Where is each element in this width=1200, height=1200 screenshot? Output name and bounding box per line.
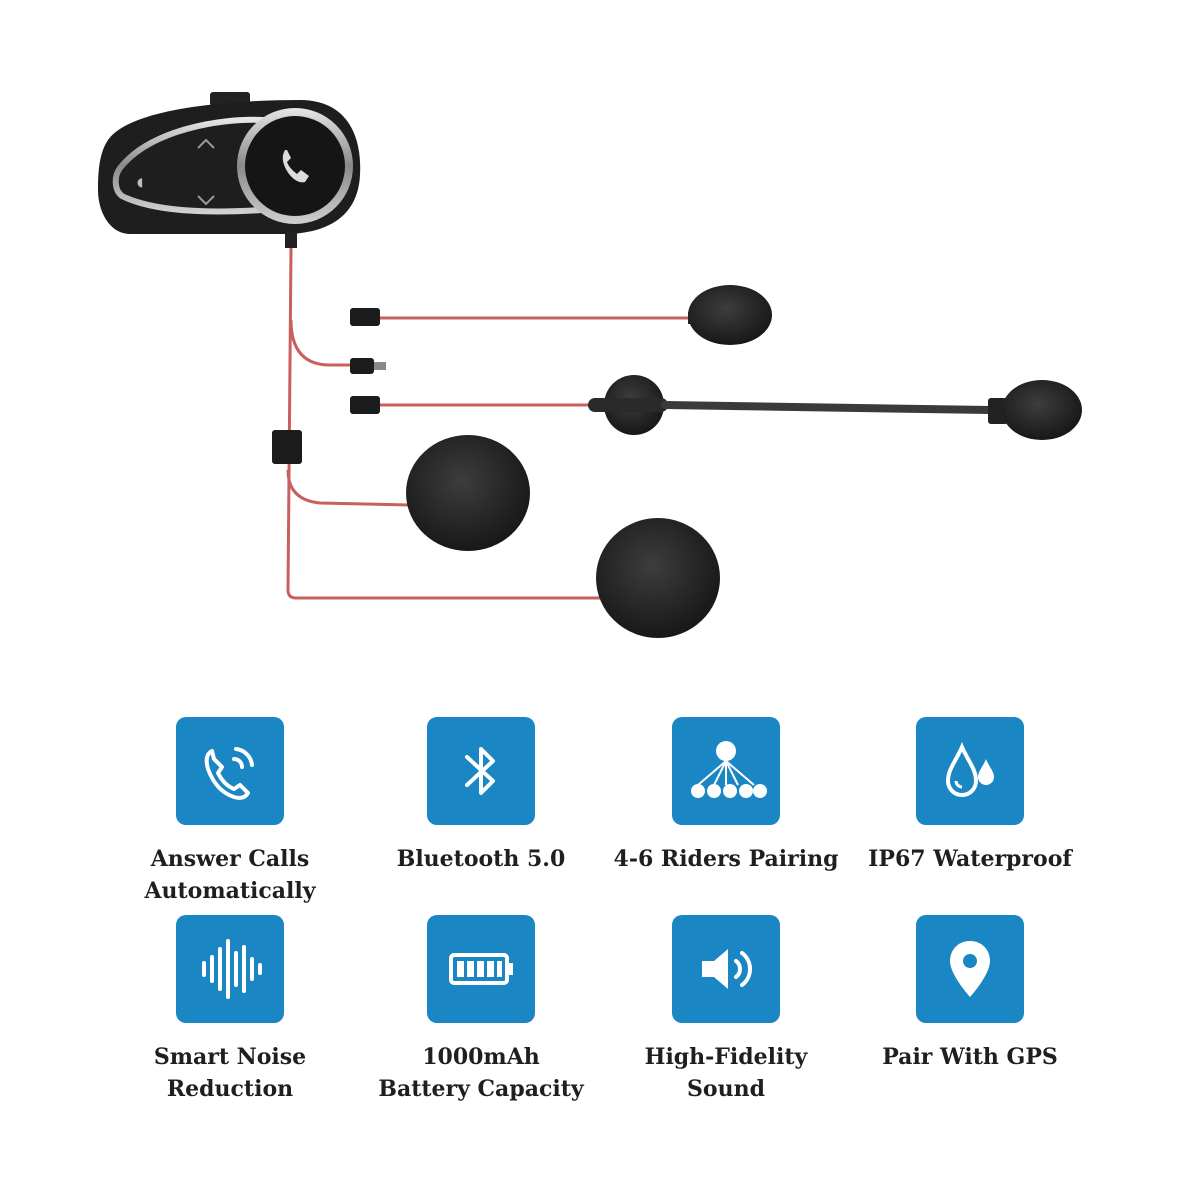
cables bbox=[286, 247, 690, 600]
feature-riders-pairing: 4-6 Riders Pairing bbox=[596, 717, 856, 875]
phone-icon bbox=[282, 150, 309, 183]
feature-gps: Pair With GPS bbox=[840, 915, 1100, 1073]
phone-call-icon bbox=[176, 717, 284, 825]
product-illustration: ◖ bbox=[98, 92, 1082, 638]
boom-microphone bbox=[588, 375, 1082, 440]
feature-noise-reduction: Smart Noise Reduction bbox=[100, 915, 360, 1105]
feature-label: IP67 Waterproof bbox=[868, 846, 1072, 872]
location-pin-icon bbox=[916, 915, 1024, 1023]
feature-label: Bluetooth 5.0 bbox=[396, 846, 566, 872]
feature-waterproof: IP67 Waterproof bbox=[840, 717, 1100, 875]
speaker-left bbox=[406, 435, 530, 551]
sound-wave-icon bbox=[176, 915, 284, 1023]
feature-hifi-sound: High-Fidelity Sound bbox=[596, 915, 856, 1105]
connectors bbox=[272, 308, 386, 464]
feature-label: Smart Noise Reduction bbox=[153, 1044, 307, 1102]
small-speaker bbox=[688, 285, 772, 345]
battery-icon bbox=[427, 915, 535, 1023]
speaker-right bbox=[596, 518, 720, 638]
feature-answer-calls: Answer Calls Automatically bbox=[100, 717, 360, 907]
bluetooth-icon bbox=[427, 717, 535, 825]
water-drops-icon bbox=[916, 717, 1024, 825]
feature-label: Pair With GPS bbox=[882, 1044, 1058, 1070]
feature-battery: 1000mAh Battery Capacity bbox=[351, 915, 611, 1105]
riders-pairing-icon bbox=[672, 717, 780, 825]
svg-text:◖: ◖ bbox=[137, 175, 143, 189]
intercom-device: ◖ bbox=[98, 92, 361, 248]
speaker-icon bbox=[672, 915, 780, 1023]
feature-bluetooth: Bluetooth 5.0 bbox=[351, 717, 611, 875]
feature-label: 1000mAh Battery Capacity bbox=[378, 1044, 584, 1102]
feature-label: 4-6 Riders Pairing bbox=[613, 846, 839, 872]
feature-label: Answer Calls Automatically bbox=[144, 846, 316, 904]
feature-label: High-Fidelity Sound bbox=[644, 1044, 808, 1102]
